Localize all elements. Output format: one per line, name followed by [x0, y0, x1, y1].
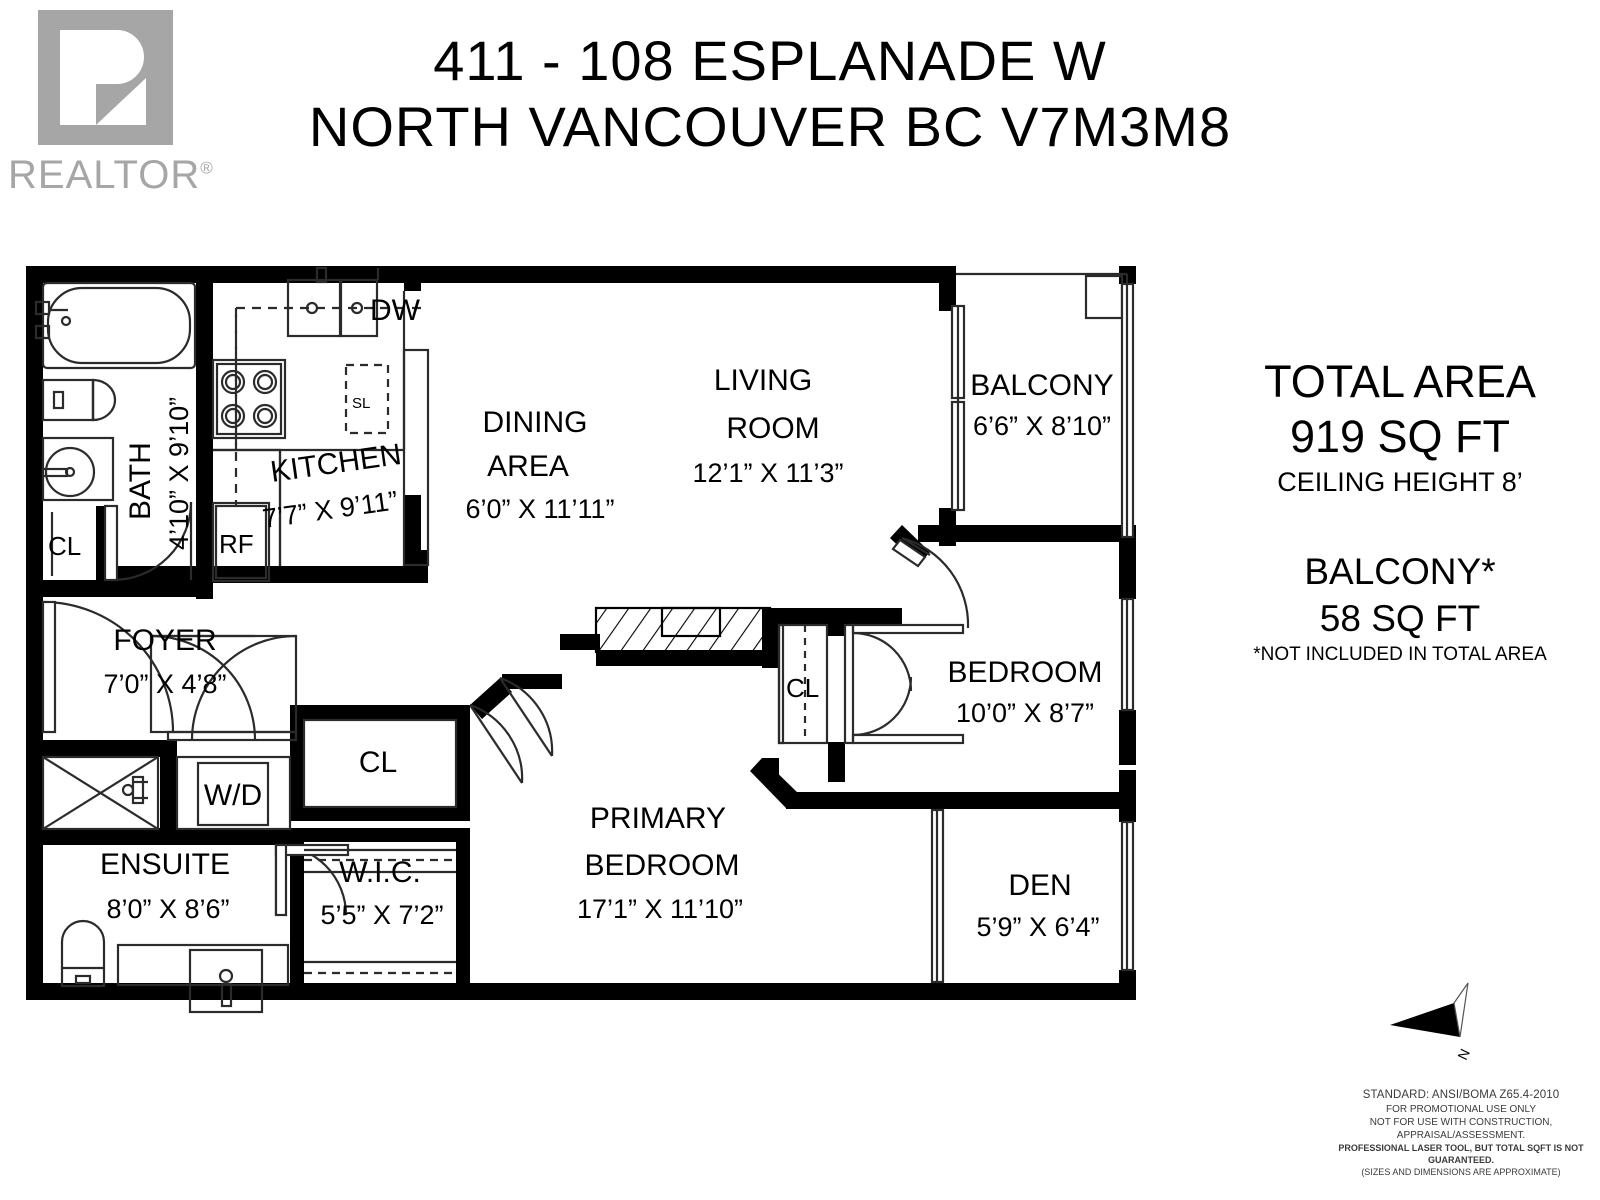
- room-label-den: DEN: [1008, 869, 1071, 902]
- room-label-foyer: FOYER: [113, 624, 216, 657]
- ensuite-toilet: [60, 919, 106, 988]
- disclaimer-laser: PROFESSIONAL LASER TOOL, BUT TOTAL SQFT …: [1338, 1143, 1584, 1165]
- kitchen-faucet: [315, 266, 328, 284]
- realtor-logo: REALTOR®: [8, 10, 213, 215]
- total-area-label: TOTAL AREA: [1264, 356, 1536, 407]
- balcony-summary: BALCONY* 58 SQ FT *NOT INCLUDED IN TOTAL…: [1205, 549, 1595, 667]
- label-closet-bedroom: CL: [786, 673, 819, 703]
- north-arrow-icon: N: [1390, 982, 1473, 1062]
- foyer-closet-door-left: [150, 634, 257, 741]
- foyer-closet-door-right: [190, 634, 297, 741]
- label-refrigerator: RF: [219, 529, 254, 559]
- bath-sink: [44, 446, 96, 498]
- hatched-wall-section: [594, 606, 772, 654]
- label-closet-hall: CL: [359, 746, 397, 779]
- disclaimer-standard: STANDARD: ANSI/BOMA Z65.4-2010: [1362, 1089, 1560, 1101]
- area-summary: TOTAL AREA 919 SQ FT CEILING HEIGHT 8’ B…: [1205, 355, 1595, 667]
- floorplan-drawing: BATH 4’10” X 9’10” CL RF SL DW KITCHEN 7…: [26, 266, 1136, 1014]
- room-label-bath: BATH: [124, 442, 157, 520]
- room-dim-den: 5’9” X 6’4”: [976, 912, 1099, 942]
- total-area-value: 919 SQ FT: [1289, 411, 1511, 462]
- fixtures: [34, 266, 1135, 1014]
- washer-dryer-box: [175, 755, 292, 831]
- shower-stall: [41, 755, 160, 831]
- room-dim-kitchen: 7’7” X 9’11”: [261, 485, 400, 534]
- address-line-1: 411 - 108 ESPLANADE W: [433, 29, 1107, 92]
- disclaimer-block: STANDARD: ANSI/BOMA Z65.4-2010 FOR PROMO…: [1330, 1088, 1592, 1178]
- north-arrow-label: N: [1454, 1046, 1473, 1062]
- bedroom-entry-door-swing: [901, 536, 970, 629]
- refrigerator-box: [211, 501, 271, 583]
- registered-mark: ®: [200, 158, 214, 178]
- ceiling-height: CEILING HEIGHT 8’: [1277, 467, 1523, 497]
- room-dim-dining: 6’0” X 11’11”: [465, 494, 614, 524]
- primary-door-swing-b: [499, 676, 554, 757]
- balcony-corner-post: [1084, 274, 1124, 320]
- disclaimer-approx: (SIZES AND DIMENSIONS ARE APPROXIMATE): [1361, 1167, 1561, 1177]
- disclaimer-promo: FOR PROMOTIONAL USE ONLY: [1385, 1104, 1537, 1115]
- room-label-ensuite: ENSUITE: [100, 848, 230, 881]
- room-label-kitchen: KITCHEN: [268, 438, 403, 489]
- address-line-2: NORTH VANCOUVER BC V7M3M8: [308, 95, 1232, 158]
- room-dim-primary: 17’1” X 11’10”: [577, 894, 743, 924]
- bedroom-closet-door-upper: [852, 631, 913, 692]
- kitchen-peninsula: [402, 348, 430, 567]
- room-dim-wic: 5’5” X 7’2”: [320, 900, 443, 930]
- label-washer-dryer: W/D: [204, 779, 262, 812]
- room-label-primary-2: BEDROOM: [584, 849, 739, 882]
- stacked-laundry-box: [344, 363, 390, 435]
- room-label-balcony: BALCONY: [970, 369, 1113, 402]
- room-label-primary-1: PRIMARY: [590, 802, 726, 835]
- room-dim-ensuite: 8’0” X 8’6”: [106, 894, 229, 924]
- room-dim-living: 12’1” X 11’3”: [692, 458, 843, 488]
- bedroom-closet-door-lower: [852, 676, 913, 737]
- balcony-area-label: BALCONY*: [1304, 551, 1496, 592]
- room-dim-foyer: 7’0” X 4’8”: [103, 669, 226, 699]
- label-stacked-laundry: SL: [352, 395, 370, 412]
- label-closet-bath: CL: [48, 531, 81, 561]
- bath-toilet-bowl: [91, 378, 117, 422]
- logo-r-bowl: [88, 30, 144, 84]
- ensuite-vanity: [116, 943, 290, 987]
- bath-toilet-tank: [41, 378, 95, 422]
- room-label-dining-1: DINING: [483, 406, 588, 439]
- room-labels: BATH 4’10” X 9’10” CL RF SL DW KITCHEN 7…: [48, 294, 1114, 942]
- room-dim-balcony: 6’6” X 8’10”: [973, 411, 1111, 441]
- logo-r-leg: [96, 78, 146, 125]
- room-label-wic: W.I.C.: [339, 856, 421, 889]
- entry-door-swing: [42, 600, 175, 733]
- room-label-dining-2: AREA: [487, 450, 569, 483]
- realtor-wordmark: REALTOR®: [8, 153, 214, 198]
- disclaimer-notforuse: NOT FOR USE WITH CONSTRUCTION, APPRAISAL…: [1369, 1117, 1553, 1141]
- realtor-wordmark-text: REALTOR: [8, 153, 201, 197]
- room-dim-bath: 4’10” X 9’10”: [164, 397, 194, 550]
- bath-door-swing: [112, 501, 193, 582]
- balcony-area-value: 58 SQ FT: [1319, 598, 1481, 639]
- room-label-living-1: LIVING: [714, 364, 812, 397]
- tub-faucet: [34, 300, 51, 316]
- balcony-area-note: *NOT INCLUDED IN TOTAL AREA: [1253, 644, 1547, 665]
- realtor-logo-mark: [38, 10, 173, 145]
- bathtub-basin: [46, 286, 192, 365]
- room-label-living-2: ROOM: [726, 412, 819, 445]
- room-dim-bedroom: 10’0” X 8’7”: [956, 698, 1094, 728]
- cooktop: [211, 358, 287, 440]
- label-dishwasher: DW: [370, 294, 421, 327]
- page-title: 411 - 108 ESPLANADE W NORTH VANCOUVER BC…: [200, 28, 1340, 160]
- primary-door-swing-a: [469, 703, 524, 784]
- room-label-bedroom: BEDROOM: [947, 656, 1102, 689]
